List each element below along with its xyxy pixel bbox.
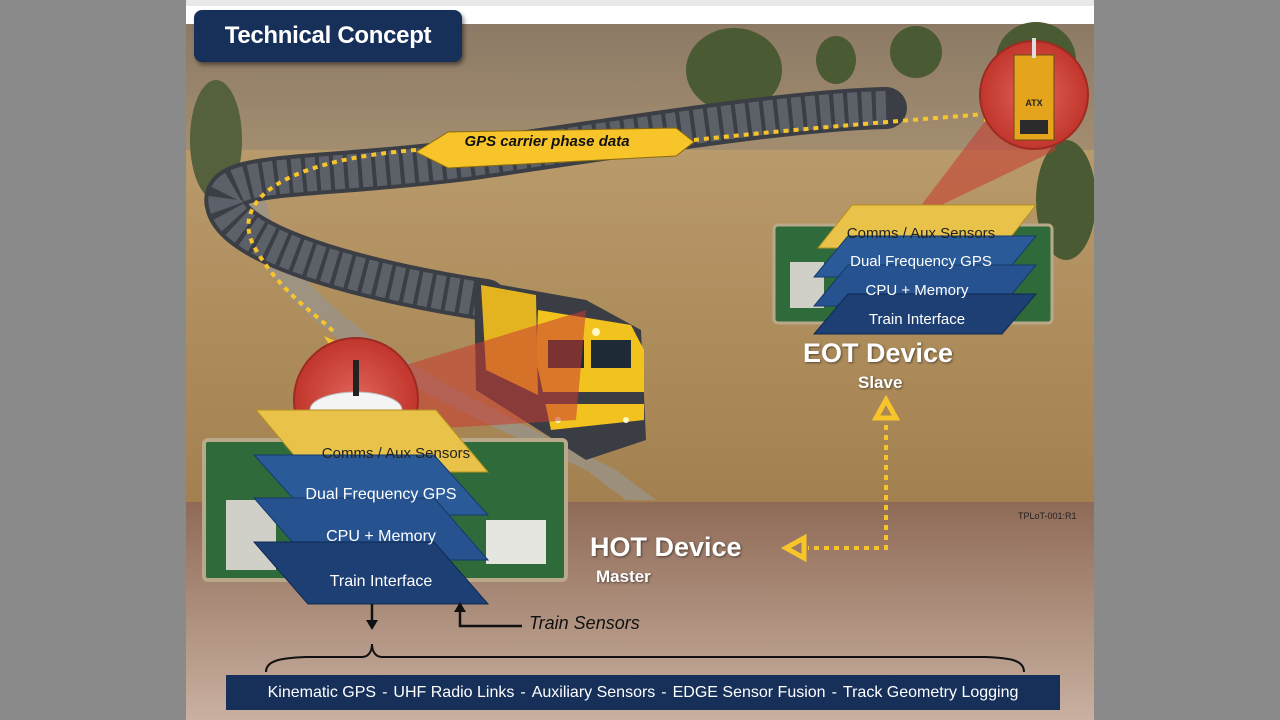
- eot-unit-label: ATX: [1025, 98, 1043, 108]
- capability-item: EDGE Sensor Fusion: [672, 683, 826, 701]
- gps-link-dotted-right: [693, 112, 987, 142]
- eot-arrowhead: [871, 394, 901, 421]
- hot-device-title: HOT Device: [590, 532, 742, 562]
- eot-layer-gps-label: Dual Frequency GPS: [850, 253, 992, 270]
- eot-layer-cpu-label: CPU + Memory: [865, 282, 969, 299]
- scene-illustration: [186, 0, 1094, 720]
- eot-device-subtitle: Slave: [858, 373, 903, 392]
- trees: [190, 22, 1094, 260]
- eot-layer-train-label: Train Interface: [868, 311, 966, 328]
- slide: Technical Concept GPS carrier phase data…: [186, 0, 1094, 720]
- capability-item: UHF Radio Links: [393, 683, 515, 701]
- capability-bar: Kinematic GPS - UHF Radio Links - Auxili…: [226, 675, 1060, 710]
- gps-link-arrow: [414, 127, 695, 169]
- radio-link-path: [808, 425, 888, 550]
- eot-layer-train: [812, 293, 1038, 335]
- capability-item: Kinematic GPS: [267, 683, 377, 701]
- antenna-callout-beam: [396, 310, 586, 430]
- hot-layer-gps-label: Dual Frequency GPS: [305, 486, 457, 503]
- capability-separator: -: [520, 683, 526, 701]
- hot-arrowhead: [780, 533, 807, 563]
- hot-device-subtitle: Master: [596, 567, 651, 586]
- capability-brace: [265, 643, 1025, 673]
- capability-item: Track Geometry Logging: [842, 683, 1019, 701]
- slide-title: Technical Concept: [194, 10, 462, 62]
- reference-code: TPLoT-001:R1: [1018, 511, 1077, 521]
- hot-layer-train-label: Train Interface: [329, 573, 433, 590]
- eot-layer-comms-label: Comms / Aux Sensors: [846, 225, 996, 242]
- capability-separator: -: [661, 683, 667, 701]
- gps-link-label: GPS carrier phase data: [464, 133, 630, 150]
- capability-separator: -: [382, 683, 388, 701]
- rail-track: [246, 200, 656, 500]
- eot-device-title: EOT Device: [803, 338, 954, 368]
- train-sensors-arrow: [458, 606, 522, 628]
- capability-separator: -: [831, 683, 837, 701]
- train-sensors-label: Train Sensors: [529, 613, 640, 633]
- capability-item: Auxiliary Sensors: [531, 683, 656, 701]
- hot-layer-train: [252, 541, 490, 605]
- hot-layer-comms-label: Comms / Aux Sensors: [321, 445, 471, 462]
- hot-layer-cpu-label: CPU + Memory: [326, 528, 436, 545]
